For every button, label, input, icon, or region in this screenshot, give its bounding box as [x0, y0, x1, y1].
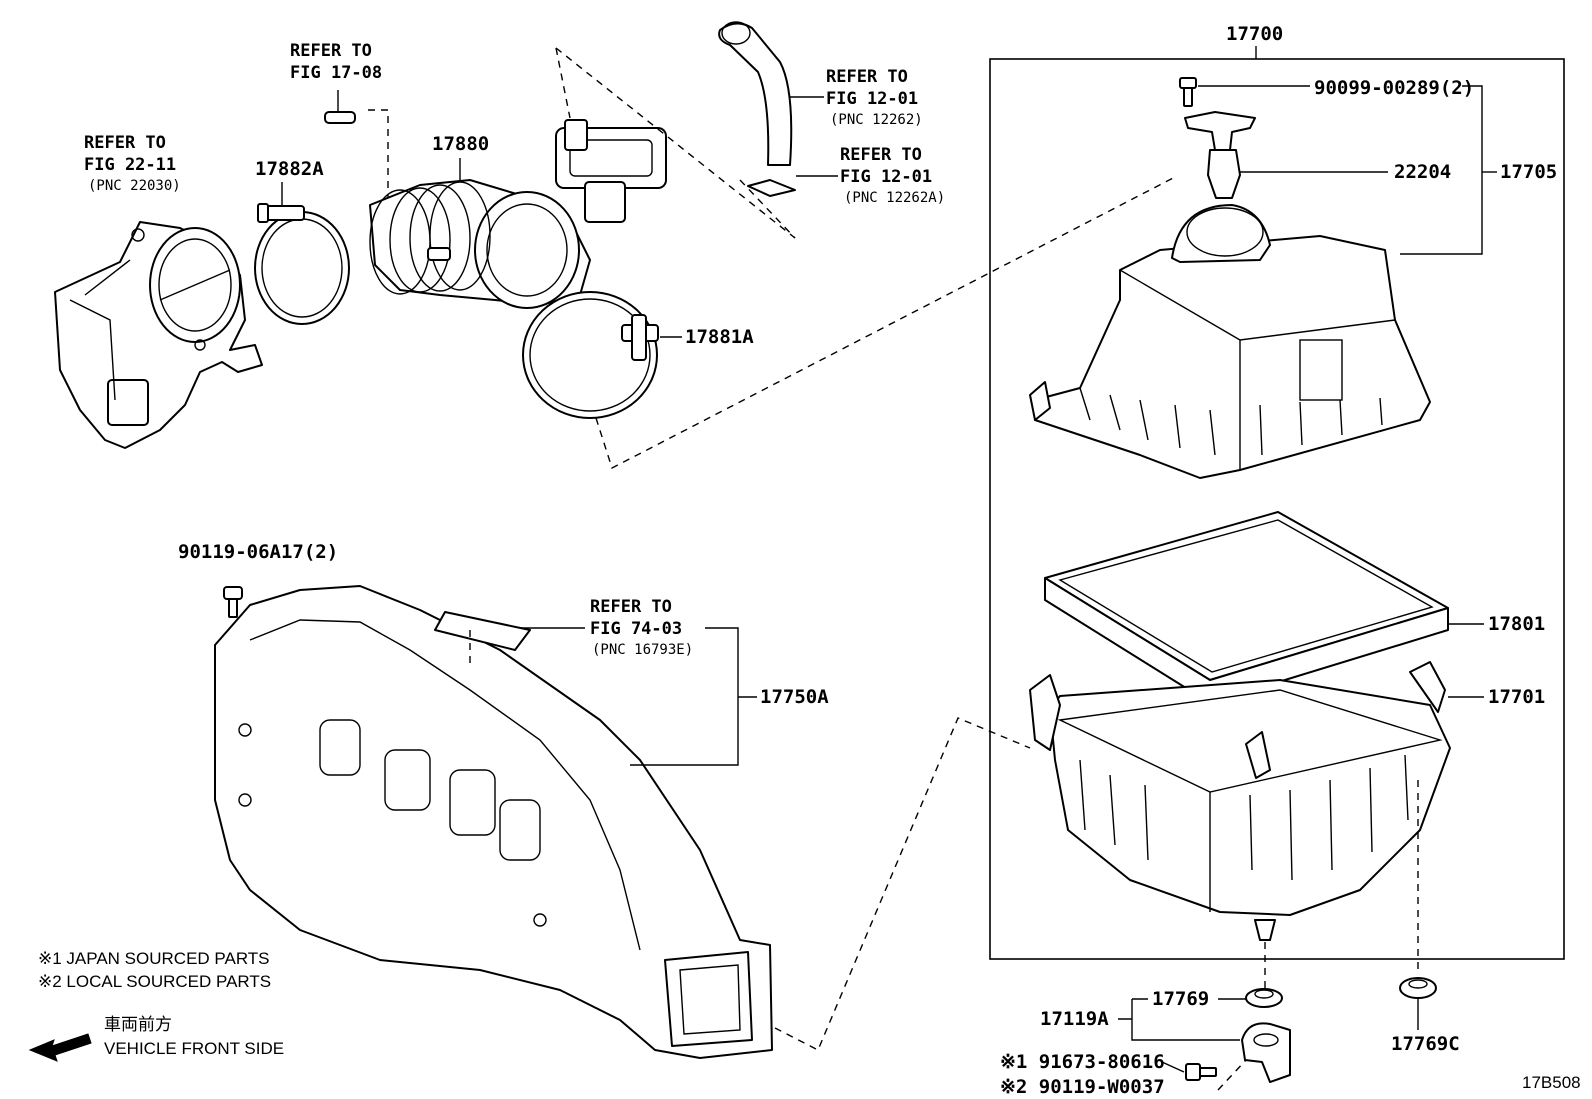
refer-22-11-line2: FIG 22-11: [84, 155, 176, 175]
refer-12-01-line2: FIG 12-01: [826, 89, 918, 109]
refer-17-08-line2: FIG 17-08: [290, 63, 382, 83]
label-17769c: 17769C: [1391, 1033, 1460, 1055]
refer-12-01-line1: REFER TO: [826, 67, 908, 87]
front-side-jp: 車両前方: [104, 1015, 172, 1034]
label-17769: 17769: [1152, 988, 1209, 1010]
hose-clamp-17882a-part: [254, 203, 350, 325]
bolt-90119-06a17-part: [223, 586, 243, 618]
throttle-body-part: [54, 221, 263, 449]
refer-12-01-pnc: (PNC 12262): [830, 112, 923, 128]
label-17880: 17880: [432, 133, 489, 155]
label-90119-w0037: ※2 90119-W0037: [1000, 1076, 1165, 1098]
hose-clamp-17881a-part: [522, 291, 659, 419]
refer-74-03-pnc: (PNC 16793E): [592, 642, 693, 658]
refer-74-03-line1: REFER TO: [590, 597, 672, 617]
refer-74-03-line2: FIG 74-03: [590, 619, 682, 639]
refer-12-01b-pnc: (PNC 12262A): [844, 190, 945, 206]
air-cleaner-assembly-frame: [989, 58, 1565, 960]
mass-airflow-sensor-part: [1184, 111, 1256, 199]
refer-22-11-line1: REFER TO: [84, 133, 166, 153]
label-17119a: 17119A: [1040, 1008, 1109, 1030]
air-inlet-duct-part: [214, 585, 773, 1059]
grommet-17769-part: [1245, 988, 1283, 1008]
bracket-part: [1241, 1022, 1291, 1083]
label-91673-80616: ※1 91673-80616: [1000, 1051, 1165, 1073]
note-local-sourced: ※2 LOCAL SOURCED PARTS: [38, 972, 271, 991]
note-japan-sourced: ※1 JAPAN SOURCED PARTS: [38, 949, 270, 968]
air-cleaner-cap-part: [1029, 204, 1431, 479]
front-arrow-icon: [28, 1033, 92, 1062]
air-filter-element-part: [1044, 511, 1449, 704]
label-17801: 17801: [1488, 613, 1545, 635]
bolt-90099-part: [1179, 77, 1197, 107]
label-17881a: 17881A: [685, 326, 754, 348]
label-22204: 22204: [1394, 161, 1451, 183]
label-17701: 17701: [1488, 686, 1545, 708]
grommet-17769c-part: [1399, 977, 1437, 999]
refer-22-11-pnc: (PNC 22030): [88, 178, 181, 194]
air-cleaner-case-part: [1029, 661, 1451, 941]
pcv-hose-part: [718, 21, 796, 197]
label-90119-06a17: 90119-06A17(2): [178, 541, 338, 563]
front-side-en: VEHICLE FRONT SIDE: [104, 1039, 284, 1058]
refer-12-01b-line2: FIG 12-01: [840, 167, 932, 187]
refer-17-08-line1: REFER TO: [290, 41, 372, 61]
intake-hose-17880-part: [369, 119, 667, 309]
label-17700: 17700: [1226, 23, 1283, 45]
label-17882a: 17882A: [255, 158, 324, 180]
label-17705: 17705: [1500, 161, 1557, 183]
label-17750a: 17750A: [760, 686, 829, 708]
label-90099-00289: 90099-00289(2): [1314, 77, 1474, 99]
figure-code: 17B508: [1522, 1073, 1581, 1092]
refer-12-01b-line1: REFER TO: [840, 145, 922, 165]
vacuum-hose-piece: [324, 111, 356, 124]
bolt-91673-part: [1185, 1063, 1217, 1081]
